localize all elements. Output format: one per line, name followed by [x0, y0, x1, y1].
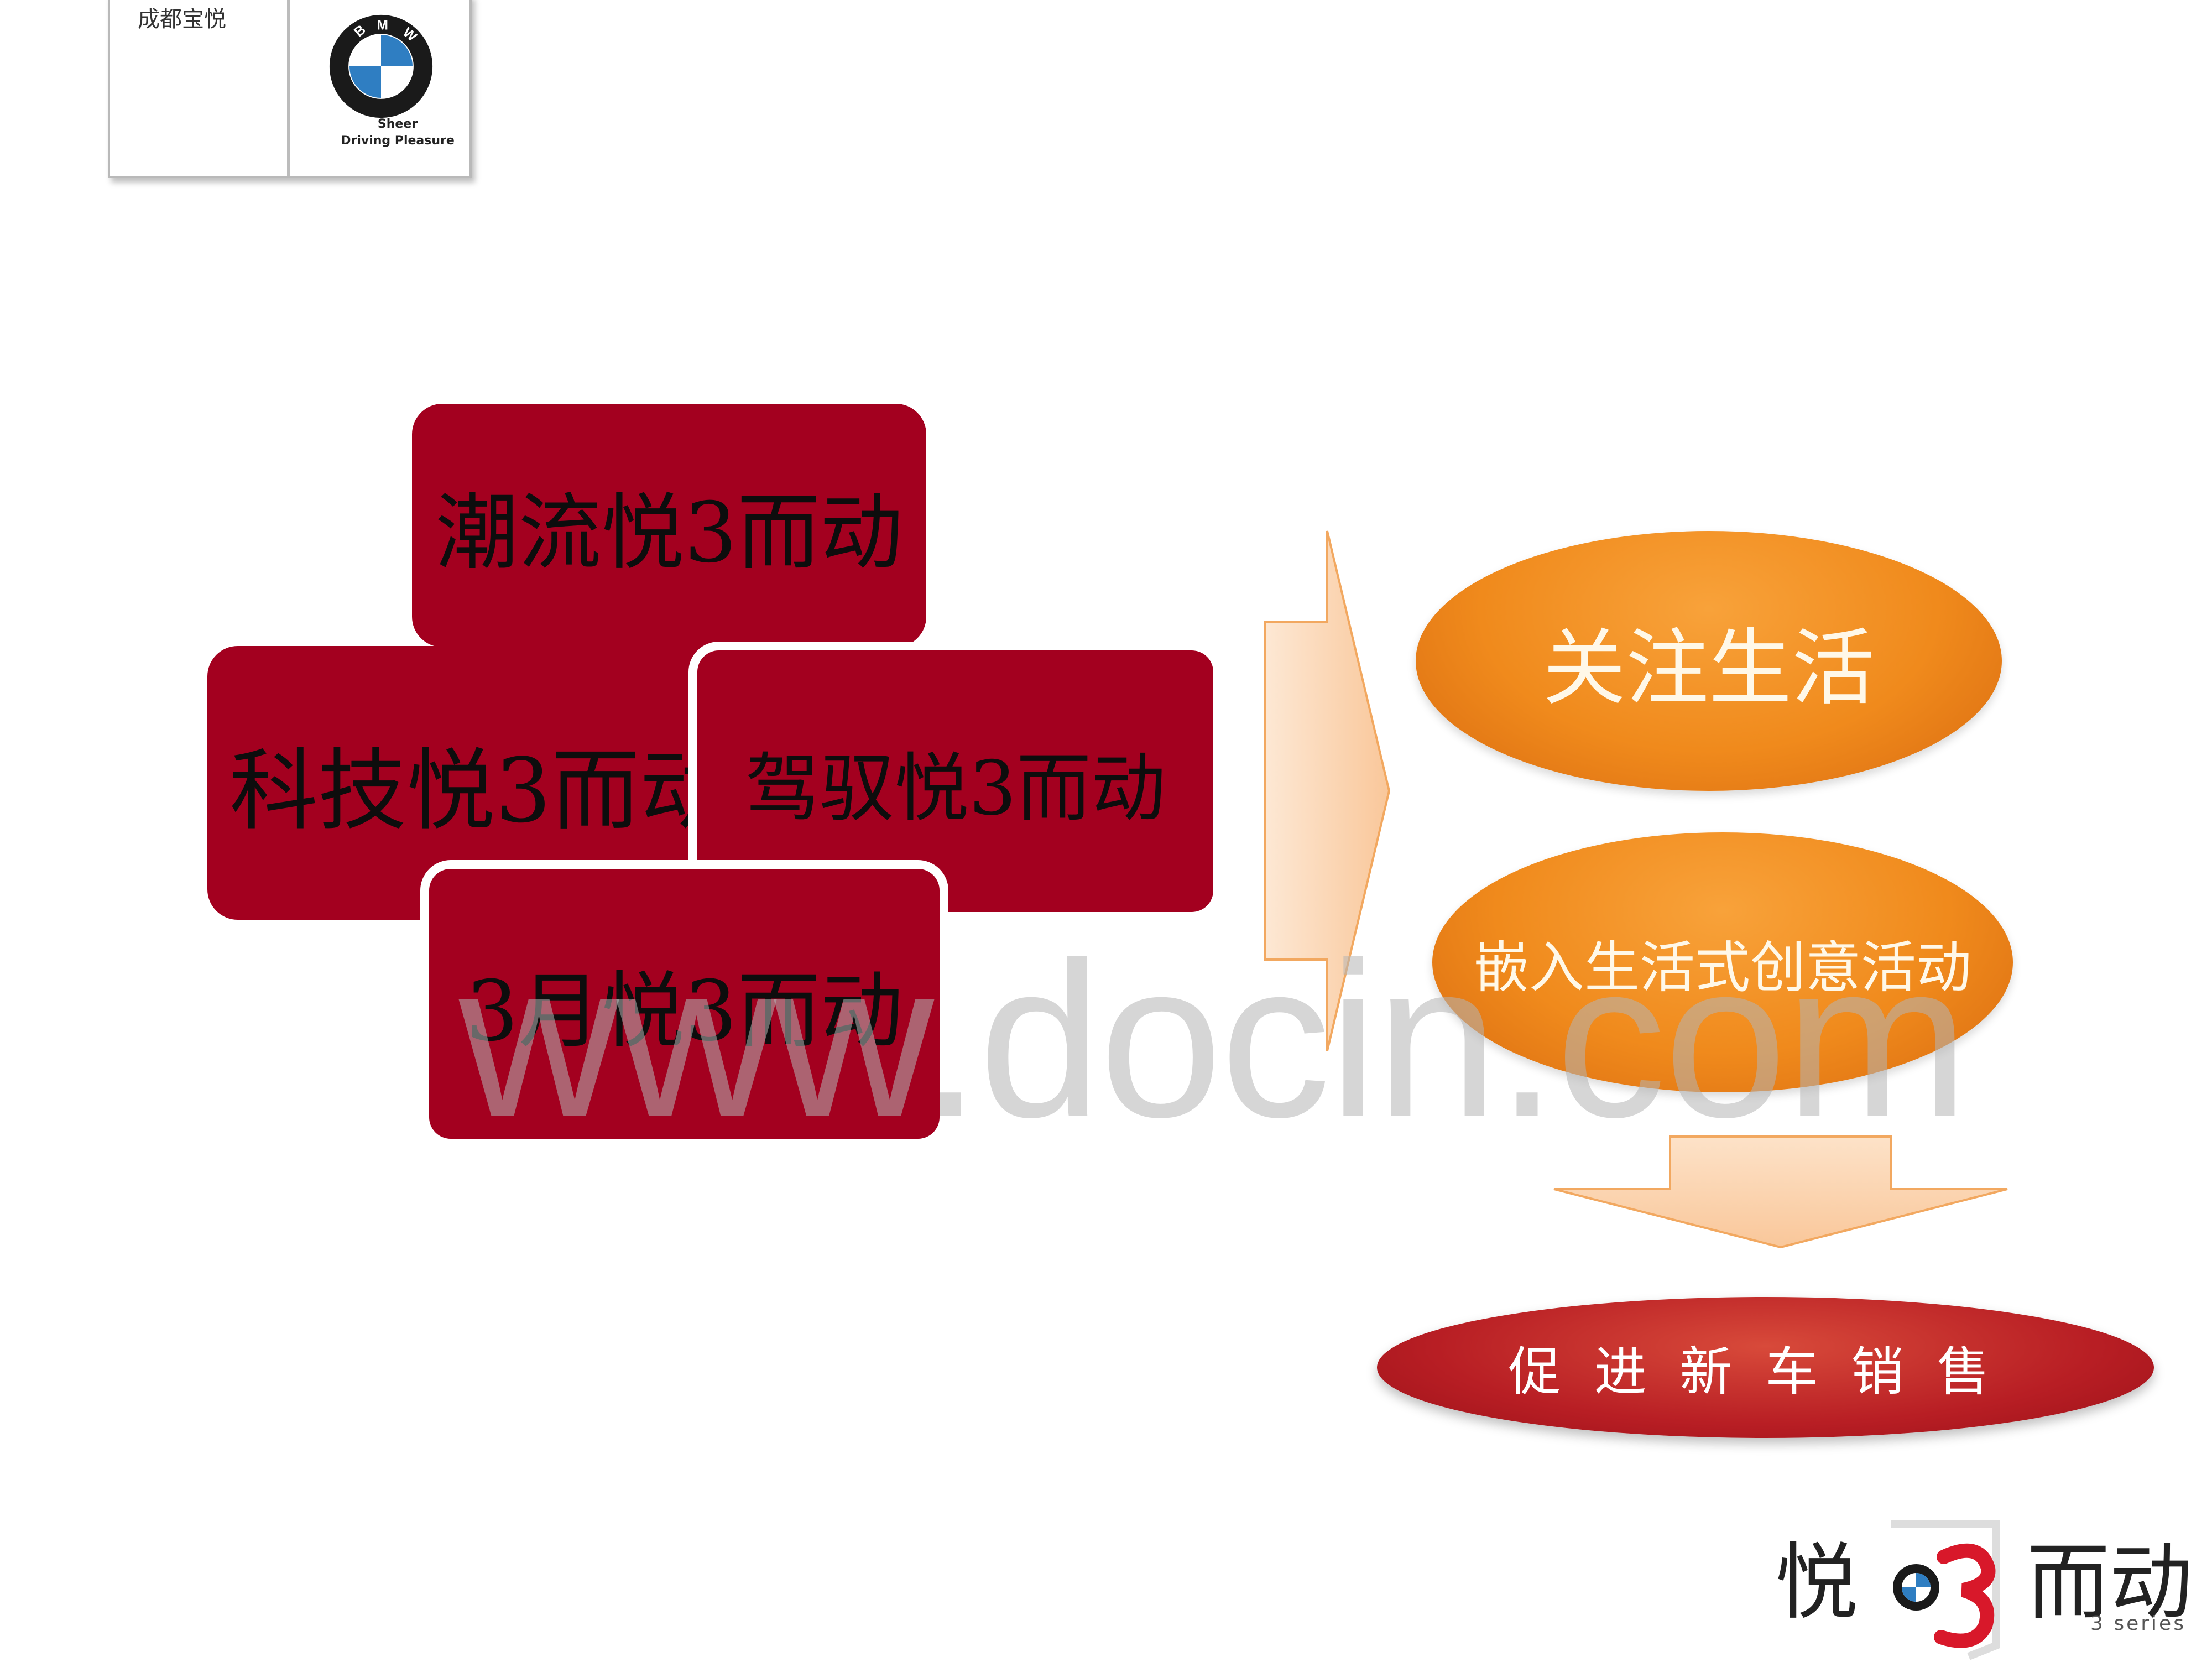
- dealer-name: 成都宝悦: [138, 7, 226, 32]
- focus-life-label: 关注生活: [1542, 620, 1875, 717]
- bmw-letter: M: [377, 18, 388, 33]
- drive-box-label: 驾驭悦3而动: [745, 744, 1166, 832]
- promote-sales-ellipse: 促进新车销售: [1377, 1297, 2154, 1438]
- watermark: www.docin.com: [459, 916, 1969, 1163]
- footer-brand-left: 悦: [1775, 1535, 1859, 1631]
- slogan-line: Sheer: [377, 117, 418, 131]
- dealer-logo-box: 成都宝悦 B M W Sheer Driving Pleasure: [108, 0, 472, 178]
- trend-box: 潮流悦3而动: [412, 404, 926, 647]
- logo-divider: [287, 0, 290, 176]
- footer-3-series-mark-icon: [1891, 1520, 2000, 1660]
- promote-sales-label: 促进新车销售: [1508, 1342, 2023, 1403]
- footer-series-label: 3 series: [2090, 1612, 2186, 1635]
- down-arrow-icon: [1553, 1135, 2008, 1249]
- footer-brand-right: 而动: [2027, 1535, 2193, 1631]
- march-box: 3月悦3而动: [420, 860, 948, 1148]
- bmw-logo-icon: B M W: [329, 14, 433, 118]
- tech-box-label: 科技悦3而动: [229, 738, 728, 842]
- trend-box-label: 潮流悦3而动: [435, 484, 903, 581]
- right-arrow-icon: [1264, 530, 1391, 1051]
- embed-activity-ellipse: 嵌入生活式创意活动: [1432, 832, 2013, 1092]
- slogan-line: Driving Pleasure: [341, 134, 455, 148]
- embed-activity-label: 嵌入生活式创意活动: [1474, 935, 1971, 1000]
- march-box-label: 3月悦3而动: [466, 963, 903, 1060]
- focus-life-ellipse: 关注生活: [1416, 531, 2002, 791]
- bmw-slogan: Sheer Driving Pleasure: [293, 116, 503, 149]
